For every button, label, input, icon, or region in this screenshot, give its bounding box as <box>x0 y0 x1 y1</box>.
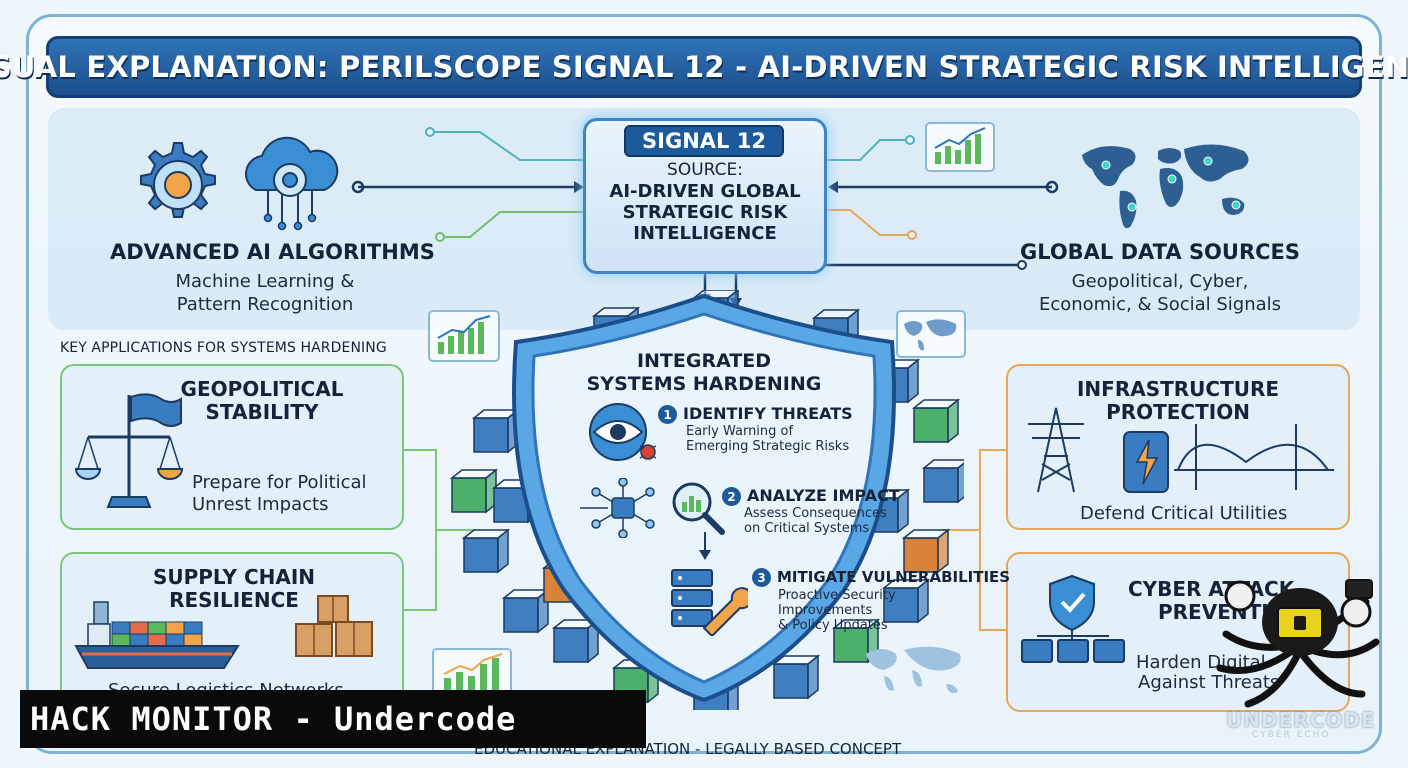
cube-block <box>471 408 521 454</box>
key-applications-heading: KEY APPLICATIONS FOR SYSTEMS HARDENING <box>60 340 387 356</box>
mini-map-bottom-icon <box>866 646 961 693</box>
cube-block <box>911 398 961 444</box>
infrastructure-card: INFRASTRUCTURE PROTECTION Defend Critica… <box>1006 364 1350 530</box>
mini-map-icon <box>896 310 966 358</box>
watermark-tag: CYBER ECHO <box>1252 730 1331 740</box>
cube-block <box>449 468 499 514</box>
gear-icon <box>140 142 216 218</box>
cube-block <box>551 618 601 664</box>
step-1-desc-1: Early Warning of <box>686 424 794 439</box>
step-2-title-text: ANALYZE IMPACT <box>747 486 900 505</box>
step-1-desc-2: Emerging Strategic Risks <box>686 439 850 454</box>
magnifier-chart-icon <box>672 482 725 535</box>
shield-network-icon <box>1021 574 1125 663</box>
step-3-title: 3 MITIGATE VULNERABILITIES <box>752 568 1010 587</box>
cargo-ship-icon <box>74 601 240 669</box>
geopolitical-sub-1: Prepare for Political <box>192 472 367 493</box>
geopolitical-title-2: STABILITY <box>205 400 319 424</box>
step-3-number: 3 <box>752 568 771 587</box>
eye-globe-icon <box>589 403 657 461</box>
down-arrow-icon <box>699 532 711 560</box>
step-1-title: 1 IDENTIFY THREATS <box>658 404 853 424</box>
step-2-desc-2: on Critical Systems <box>744 521 870 536</box>
data-sources-sub-1: Geopolitical, Cyber, <box>1071 271 1249 292</box>
banner-text: HACK MONITOR - Undercode <box>30 700 517 738</box>
step-2-title: 2 ANALYZE IMPACT <box>722 486 900 506</box>
geopolitical-sub-2: Unrest Impacts <box>192 494 329 515</box>
step-1-number: 1 <box>658 405 677 424</box>
infrastructure-sub: Defend Critical Utilities <box>1080 503 1288 524</box>
octopus-mascot-icon <box>1216 579 1380 708</box>
ai-algorithms-sub-2: Pattern Recognition <box>176 294 354 315</box>
network-nodes-icon <box>580 478 655 538</box>
step-1-title-text: IDENTIFY THREATS <box>683 404 853 423</box>
cube-block <box>461 528 511 574</box>
boxes-icon <box>295 595 373 657</box>
step-3-desc-2: Improvements <box>778 603 873 618</box>
cyber-sub-2: Against Threats <box>1138 672 1280 693</box>
source-label: SOURCE: <box>667 160 743 180</box>
step-2-desc-1: Assess Consequences <box>744 506 887 521</box>
ai-algorithms-title: ADVANCED AI ALGORITHMS <box>110 240 435 264</box>
power-grid-bridge-icon <box>1028 407 1334 493</box>
infrastructure-title-2: PROTECTION <box>1106 400 1250 424</box>
watermark-brand: UNDERCODE <box>1226 708 1376 732</box>
cube-block <box>901 528 951 574</box>
step-2-number: 2 <box>722 487 741 506</box>
supply-title-2: RESILIENCE <box>169 588 299 612</box>
shield-title-1: INTEGRATED <box>636 350 772 372</box>
server-wrench-icon <box>671 569 748 636</box>
chart-icon <box>925 122 995 172</box>
hack-monitor-banner: HACK MONITOR - Undercode <box>20 690 646 748</box>
step-3-title-text: MITIGATE VULNERABILITIES <box>777 568 1011 586</box>
cube-block <box>771 654 821 700</box>
signal-label: SIGNAL 12 <box>624 125 784 157</box>
cube-block <box>501 588 551 634</box>
title-bar: VISUAL EXPLANATION: PERILSCOPE SIGNAL 12… <box>0 36 1408 98</box>
ai-algorithms-sub-1: Machine Learning & <box>175 271 355 292</box>
source-desc-2: STRATEGIC RISK <box>622 202 788 223</box>
world-map-icon <box>1082 144 1249 229</box>
geopolitical-title-1: GEOPOLITICAL <box>180 377 344 401</box>
shield-title-2: SYSTEMS HARDENING <box>586 373 822 395</box>
infrastructure-title-1: INFRASTRUCTURE <box>1076 377 1280 401</box>
cube-block <box>921 459 964 504</box>
supply-title-1: SUPPLY CHAIN <box>152 565 316 589</box>
cloud-gear-icon <box>245 136 339 231</box>
data-sources-title: GLOBAL DATA SOURCES <box>1019 240 1301 264</box>
step-3-desc-3: & Policy Updates <box>778 618 888 633</box>
step-3-desc-1: Proactive Security <box>778 588 896 603</box>
mini-chart-bottom-icon <box>432 648 512 700</box>
source-desc-1: AI-DRIVEN GLOBAL <box>609 181 801 202</box>
scales-flag-icon <box>74 393 184 508</box>
data-sources-sub-2: Economic, & Social Signals <box>1038 294 1282 315</box>
cube-block <box>881 578 931 624</box>
mini-chart-icon <box>428 310 500 362</box>
page-title: VISUAL EXPLANATION: PERILSCOPE SIGNAL 12… <box>0 50 1408 84</box>
source-desc-3: INTELLIGENCE <box>633 223 777 244</box>
